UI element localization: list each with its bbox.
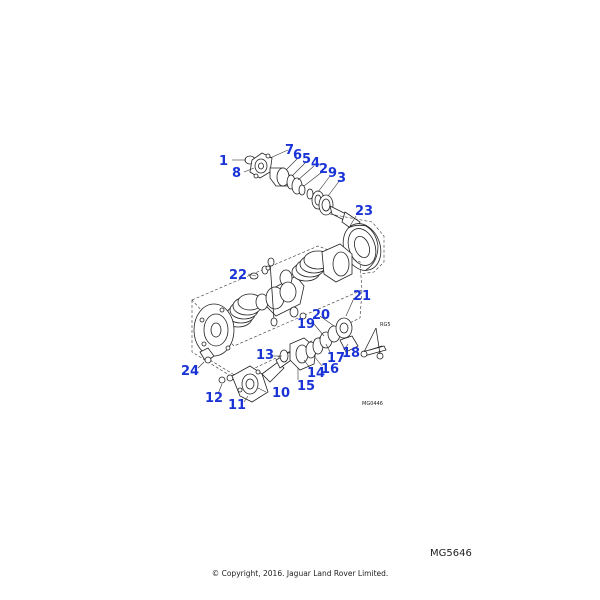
callout-15: 15 (297, 379, 315, 394)
callout-5: 5 (302, 152, 311, 167)
callout-24: 24 (181, 364, 199, 379)
callout-8: 8 (232, 166, 241, 181)
callout-21: 21 (353, 289, 371, 304)
callout-23: 23 (355, 204, 373, 219)
callout-20: 20 (312, 308, 330, 323)
callout-14: 14 (307, 366, 325, 381)
callout-18: 18 (342, 346, 360, 361)
callout-3: 3 (337, 171, 346, 186)
bolt-reference-label: RG5 (380, 322, 391, 328)
callout-13: 13 (256, 348, 274, 363)
differential-case-part (193, 303, 235, 364)
leader-lines (197, 149, 357, 403)
crown-wheel-part (342, 223, 382, 271)
callout-19: 19 (297, 317, 315, 332)
callouts: 1 8 7 6 5 4 2 9 3 23 22 21 20 19 17 18 1… (181, 143, 373, 413)
callout-1: 1 (219, 154, 228, 169)
output-flange-part (218, 317, 387, 403)
diagram-code: MG5646 (430, 548, 472, 559)
inner-diagram-code: MG0446 (362, 401, 383, 407)
callout-6: 6 (293, 148, 302, 163)
callout-4: 4 (311, 156, 320, 171)
callout-12: 12 (205, 391, 223, 406)
callout-7: 7 (285, 143, 294, 158)
callout-2: 2 (319, 162, 328, 177)
pinion-flange-part (244, 152, 334, 216)
callout-16: 16 (321, 362, 339, 377)
callout-9: 9 (328, 166, 337, 181)
copyright-notice: © Copyright, 2016. Jaguar Land Rover Lim… (211, 569, 389, 578)
differential-gears-part (223, 243, 353, 328)
callout-10: 10 (272, 386, 290, 401)
callout-22: 22 (229, 268, 247, 283)
callout-17: 17 (327, 351, 345, 366)
callout-11: 11 (228, 398, 246, 413)
